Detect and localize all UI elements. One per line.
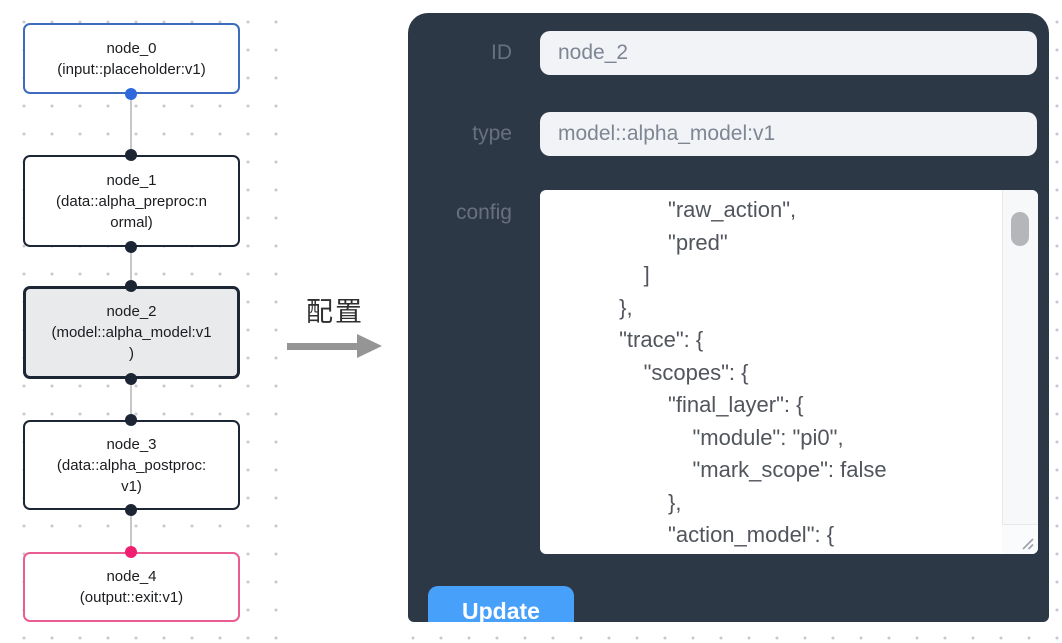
flow-node-node_2[interactable]: node_2 (model::alpha_model:v1 ) xyxy=(23,286,240,379)
node-title: node_1 xyxy=(106,171,157,189)
type-value: model::alpha_model:v1 xyxy=(558,122,776,145)
arrow-right-icon xyxy=(283,334,387,358)
resize-handle[interactable] xyxy=(1002,524,1038,554)
node-title: node_4 xyxy=(106,568,157,585)
node-title: node_0 xyxy=(106,39,157,57)
arrow-shaft xyxy=(287,343,359,350)
edge-node0-node1 xyxy=(130,94,132,155)
scrollbar-thumb[interactable] xyxy=(1011,212,1029,246)
resize-grip-icon xyxy=(1022,538,1034,550)
config-text: "raw_action", "pred" ] }, "trace": { "sc… xyxy=(619,197,887,547)
port-node1-output[interactable] xyxy=(125,241,137,253)
id-input[interactable]: node_2 xyxy=(540,31,1037,75)
node-subtitle: (output::exit:v1) xyxy=(79,589,184,606)
flow-diagram: node_0 (input::placeholder:v1) node_1 (d… xyxy=(0,0,282,643)
id-value: node_2 xyxy=(558,41,629,64)
port-node0-output[interactable] xyxy=(125,88,137,100)
config-label: config xyxy=(455,201,512,224)
node-subtitle: (model::alpha_model:v1 ) xyxy=(51,324,212,362)
annotation-label: 配置 xyxy=(306,297,364,327)
port-node3-output[interactable] xyxy=(125,504,137,516)
config-panel: ID node_2 type model::alpha_model:v1 con… xyxy=(408,13,1049,622)
port-node1-input[interactable] xyxy=(125,149,137,161)
edge-node2-node3 xyxy=(130,379,132,420)
id-label: ID xyxy=(491,41,512,64)
node-subtitle: (input::placeholder:v1) xyxy=(57,60,206,78)
flow-node-node_3[interactable]: node_3 (data::alpha_postproc: v1) xyxy=(23,420,240,510)
node-title: node_3 xyxy=(106,435,157,453)
node-subtitle: (data::alpha_postproc: v1) xyxy=(56,456,207,495)
type-input[interactable]: model::alpha_model:v1 xyxy=(540,112,1037,156)
flow-node-node_0[interactable]: node_0 (input::placeholder:v1) xyxy=(23,23,240,94)
edge-node3-node4 xyxy=(130,510,132,552)
edge-node1-node2 xyxy=(130,247,132,286)
arrow-head xyxy=(357,334,382,358)
node-title: node_2 xyxy=(106,303,157,320)
node-subtitle: (data::alpha_preproc:n ormal) xyxy=(56,192,207,231)
update-button[interactable]: Update xyxy=(428,586,574,622)
annotation: 配置 xyxy=(283,296,387,358)
config-textarea[interactable]: "raw_action", "pred" ] }, "trace": { "sc… xyxy=(540,190,1038,554)
scrollbar-track[interactable] xyxy=(1002,190,1038,554)
port-node2-output[interactable] xyxy=(125,373,137,385)
type-label: type xyxy=(472,122,512,145)
port-node3-input[interactable] xyxy=(125,414,137,426)
flow-node-node_1[interactable]: node_1 (data::alpha_preproc:n ormal) xyxy=(23,155,240,247)
port-node2-input[interactable] xyxy=(125,280,137,292)
port-node4-input[interactable] xyxy=(125,546,137,558)
flow-node-node_4[interactable]: node_4 (output::exit:v1) xyxy=(23,552,240,622)
